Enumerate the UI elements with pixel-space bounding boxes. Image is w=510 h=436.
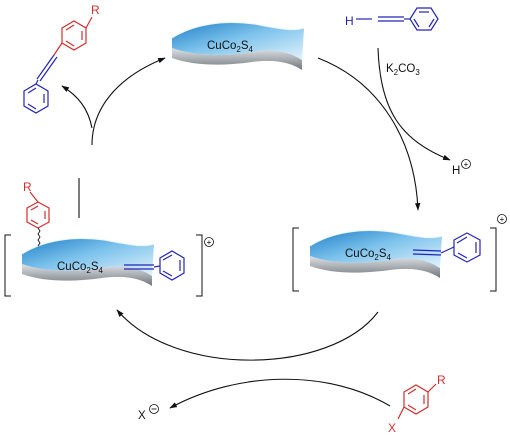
- charge-right: +: [497, 214, 507, 224]
- product-r-label: R: [91, 3, 100, 17]
- cycle-arrow-top-right: [317, 57, 421, 211]
- aryl-left-wavy-bond: [37, 227, 41, 247]
- aryl-halide: [397, 383, 437, 420]
- catalyst-left-label: CuCo2S4: [57, 261, 104, 275]
- cycle-arrow-left-exit: [61, 85, 93, 129]
- catalyst-top-label: CuCo2S4: [207, 40, 254, 54]
- side-arrow-aryl-halide-in: [169, 378, 391, 409]
- bracket-right-close: [490, 227, 497, 292]
- catalyst-right-label: CuCo2S4: [345, 248, 392, 262]
- phenylacetylene: [356, 7, 439, 31]
- leaving-group-label: X: [138, 410, 146, 422]
- catalyst-left: [21, 238, 155, 287]
- cycle-arrow-top-left: [91, 57, 166, 146]
- product-phenyl-ring: [23, 79, 49, 114]
- aryl-left-r-label: R: [23, 180, 32, 194]
- product-aryl-ring: [53, 16, 93, 56]
- svg-text:+: +: [464, 160, 469, 169]
- bracket-right-open: [292, 227, 299, 292]
- aryl-halide-r-label: R: [437, 373, 446, 387]
- leaving-group-charge: [149, 404, 159, 414]
- alkyne-h-label: H: [345, 14, 354, 28]
- svg-text:+: +: [500, 215, 505, 224]
- bracket-left-close: [196, 234, 203, 297]
- alkynyl-right: [412, 232, 481, 263]
- base-label: K2CO3: [386, 63, 420, 77]
- side-arrow-alkyne-in: [377, 47, 451, 161]
- proton-label: H: [452, 165, 460, 177]
- product-alkyne-bond: [36, 54, 58, 82]
- bracket-left-open: [4, 234, 11, 297]
- alkynyl-left: [124, 250, 185, 281]
- cycle-arrow-bottom: [116, 309, 379, 361]
- svg-text:+: +: [207, 238, 212, 247]
- aryl-halide-x-label: X: [388, 421, 396, 435]
- charge-left: +: [204, 237, 214, 247]
- proton-charge: +: [461, 159, 471, 169]
- aryl-left: [26, 191, 50, 229]
